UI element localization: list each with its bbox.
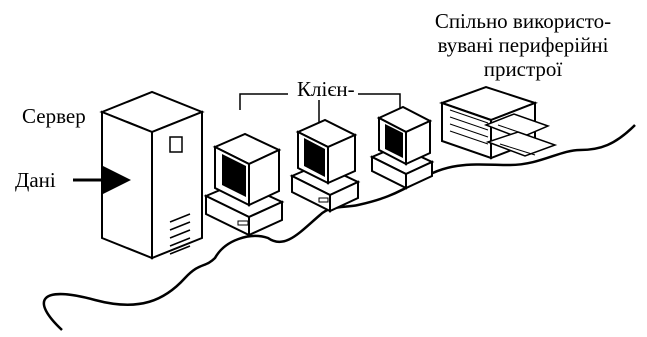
server-label: Сервер — [22, 104, 86, 128]
data-label: Дані — [15, 168, 56, 192]
network-cable — [42, 124, 636, 331]
clients-bracket — [239, 93, 288, 110]
client-computer-3 — [369, 105, 435, 190]
client-computer-2 — [289, 118, 361, 213]
server-icon — [99, 90, 205, 260]
client-computer-1 — [203, 132, 285, 237]
peripherals-line-2: вувані периферійні — [437, 33, 609, 58]
clients-label: Клієн- — [294, 79, 358, 100]
peripherals-label: Спільно використо- вувані периферійні пр… — [408, 9, 638, 81]
clients-bracket-right — [358, 93, 401, 112]
peripherals-line-3: пристрої — [483, 57, 563, 82]
printer-icon — [439, 85, 558, 160]
peripherals-line-1: Спільно використо- — [434, 9, 612, 33]
